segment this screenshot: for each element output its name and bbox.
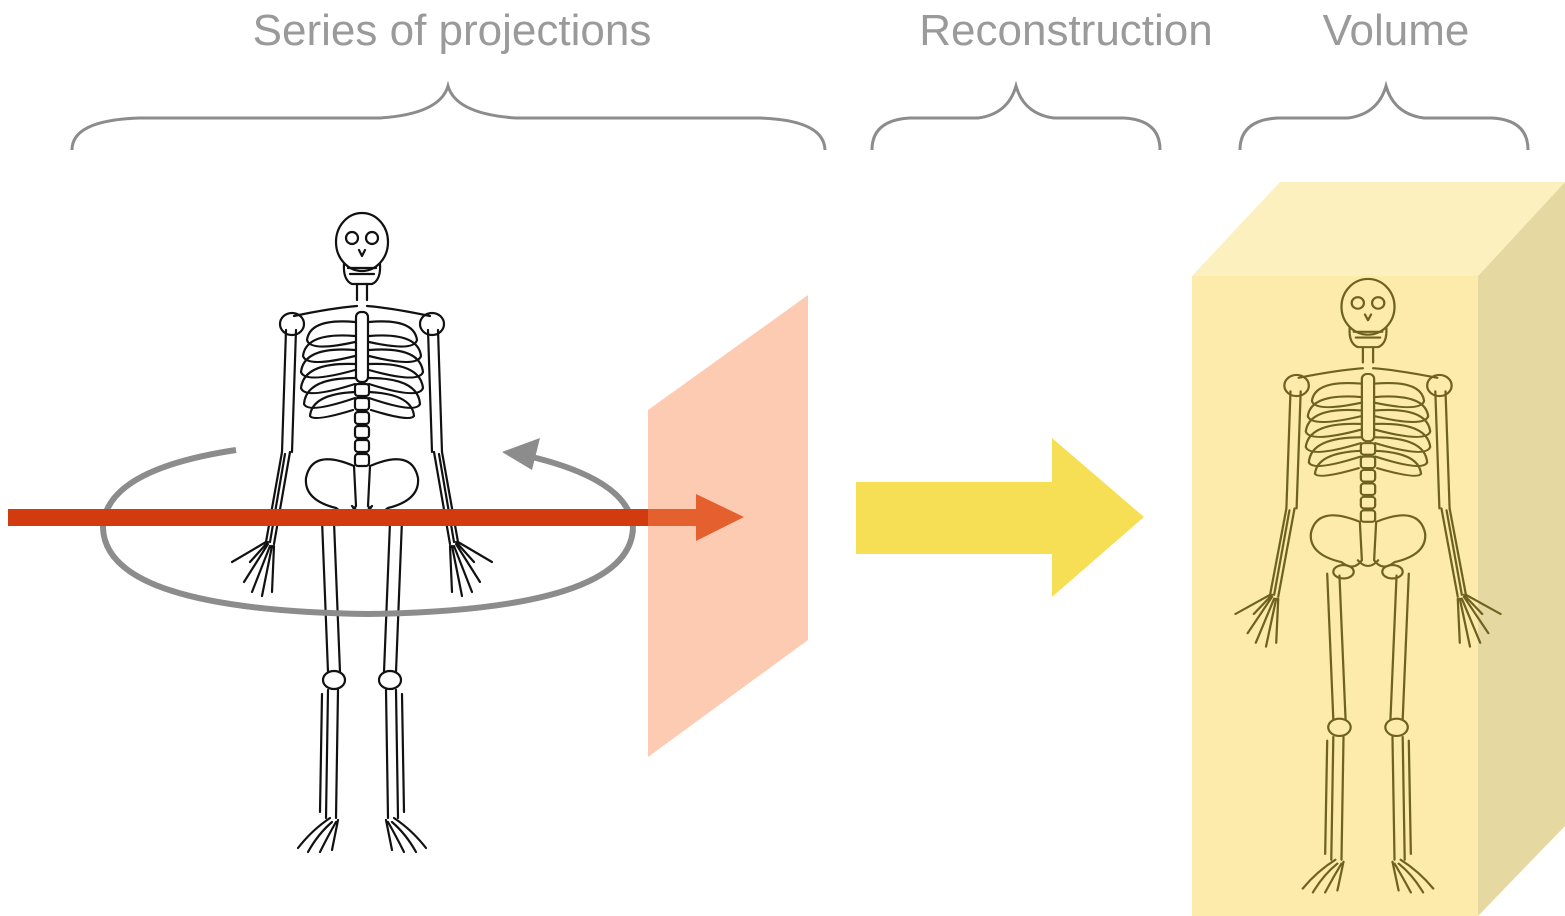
reconstruction-arrow	[856, 438, 1144, 597]
skeleton-figure	[232, 213, 492, 852]
volume-box-side	[1478, 182, 1565, 916]
rotation-arrow-front	[103, 528, 633, 614]
rotation-arrowhead	[502, 438, 540, 470]
brace-reconstruction	[872, 86, 1160, 150]
xray-beam-arrow	[8, 509, 648, 526]
brace-projections	[72, 86, 825, 150]
xray-beam-tip	[648, 509, 700, 526]
brace-volume	[1240, 86, 1528, 150]
